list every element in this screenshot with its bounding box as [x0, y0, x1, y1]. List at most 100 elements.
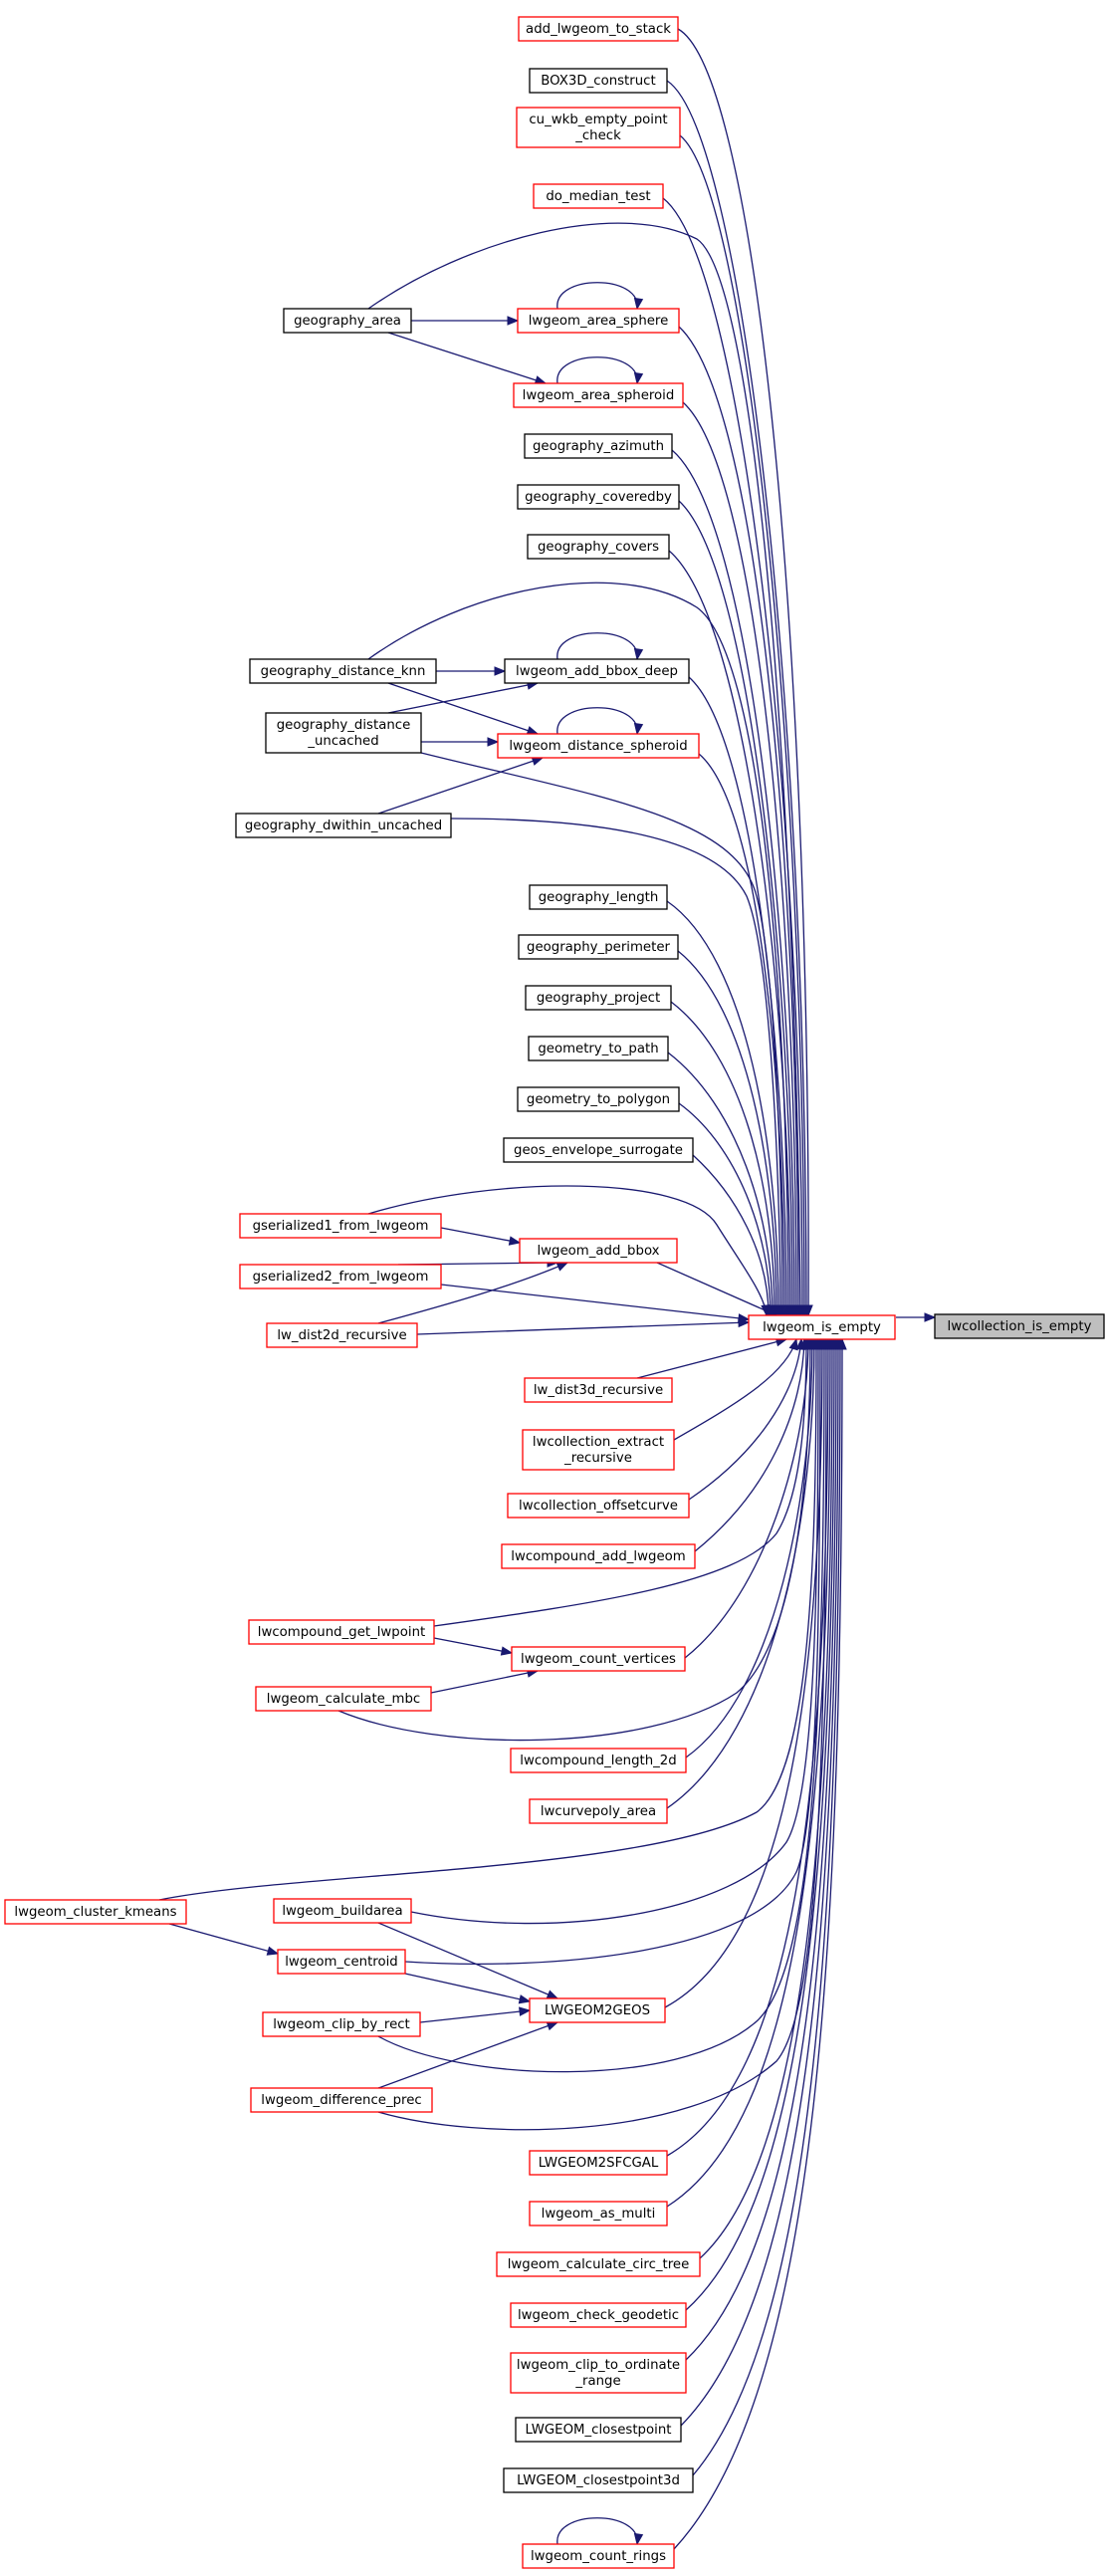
node-box [248, 1619, 435, 1645]
edge-lwgeom_count_vertices-to-lwgeom_is_empty [684, 1338, 809, 1659]
node-geography_covers[interactable]: geography_covers [527, 534, 670, 560]
node-box [255, 1686, 432, 1712]
node-geography_coveredby[interactable]: geography_coveredby [517, 484, 680, 510]
node-gserialized1_from_lwgeom[interactable]: gserialized1_from_lwgeom [239, 1213, 442, 1239]
node-lwgeom_count_rings[interactable]: lwgeom_count_rings [522, 2543, 675, 2569]
node-geography_area[interactable]: geography_area [283, 308, 412, 334]
node-lwcompound_length_2d[interactable]: lwcompound_length_2d [510, 1748, 687, 1773]
node-box [235, 813, 452, 838]
node-box [496, 2251, 701, 2277]
edge-lwcurvepoly_area-to-lwgeom_is_empty [666, 1338, 815, 1809]
node-geography_perimeter[interactable]: geography_perimeter [518, 934, 679, 960]
node-box [529, 68, 668, 94]
node-box [501, 1543, 696, 1569]
node-lwgeom_check_geodetic[interactable]: lwgeom_check_geodetic [510, 2302, 687, 2328]
edge-lwgeom_centroid-to-lwgeom_is_empty [404, 1338, 821, 1965]
node-BOX3D_construct[interactable]: BOX3D_construct [529, 68, 668, 94]
arrowhead-lwgeom_count_rings-to-lwgeom_is_empty [837, 1337, 847, 1350]
node-lwgeom_count_vertices[interactable]: lwgeom_count_vertices [511, 1646, 686, 1672]
edge-lwgeom_area_spheroid-to-lwgeom_is_empty [682, 401, 797, 1316]
node-lwgeom_is_empty[interactable]: lwgeom_is_empty [748, 1314, 896, 1340]
node-LWGEOM2GEOS[interactable]: LWGEOM2GEOS [529, 1997, 666, 2023]
node-box [748, 1314, 896, 1340]
node-lwgeom_add_bbox[interactable]: lwgeom_add_bbox [519, 1238, 678, 1264]
node-box [511, 1646, 686, 1672]
node-lwcurvepoly_area[interactable]: lwcurvepoly_area [529, 1798, 668, 1824]
node-lwgeom_cluster_kmeans[interactable]: lwgeom_cluster_kmeans [4, 1899, 187, 1925]
node-label: lwcompound_length_2d [520, 1754, 676, 1768]
node-lw_dist3d_recursive[interactable]: lw_dist3d_recursive [524, 1377, 673, 1403]
node-box [507, 1493, 690, 1519]
node-label: lwcollection_is_empty [948, 1319, 1092, 1334]
edge-lwcollection_extract_recursive-to-lwgeom_is_empty [673, 1338, 797, 1441]
node-lwcollection_extract_recursive[interactable]: lwcollection_extract_recursive [522, 1429, 675, 1471]
edge-lwgeom_buildarea-to-LWGEOM2GEOS [377, 1922, 558, 1999]
node-label: gserialized2_from_lwgeom [253, 1270, 429, 1285]
node-lwgeom_area_spheroid[interactable]: lwgeom_area_spheroid [513, 382, 684, 408]
node-label: lwgeom_distance_spheroid [509, 739, 687, 754]
node-label: lwgeom_difference_prec [261, 2093, 421, 2108]
node-layer: lwcollection_is_empty lwgeom_is_empty add_… [4, 16, 1105, 2569]
node-gserialized2_from_lwgeom[interactable]: gserialized2_from_lwgeom [239, 1264, 442, 1289]
node-geography_distance_uncached[interactable]: geography_distance_uncached [265, 712, 422, 754]
node-box [273, 1898, 412, 1924]
node-label: lwcollection_offsetcurve [519, 1499, 678, 1514]
node-lwgeom_area_sphere[interactable]: lwgeom_area_sphere [517, 308, 680, 334]
node-lwgeom_clip_by_rect[interactable]: lwgeom_clip_by_rect [262, 2011, 421, 2037]
node-geography_dwithin_uncached[interactable]: geography_dwithin_uncached [235, 813, 452, 838]
edge-lwgeom_difference_prec-to-LWGEOM2GEOS [377, 2021, 558, 2089]
edge-lwgeom_cluster_kmeans-to-lwgeom_is_empty [158, 1338, 817, 1901]
node-geometry_to_path[interactable]: geometry_to_path [528, 1036, 669, 1061]
edge-lwcompound_length_2d-to-lwgeom_is_empty [685, 1338, 813, 1758]
arrowhead-lwcollection_extract_recursive-to-lwgeom_is_empty [788, 1337, 798, 1351]
edge-lwgeom_check_geodetic-to-lwgeom_is_empty [685, 1338, 835, 2311]
node-LWGEOM_closestpoint[interactable]: LWGEOM_closestpoint [515, 2417, 682, 2443]
edge-lwcollection_offsetcurve-to-lwgeom_is_empty [688, 1338, 802, 1501]
node-label: geos_envelope_surrogate [514, 1143, 683, 1158]
node-geography_azimuth[interactable]: geography_azimuth [524, 433, 673, 459]
node-lwgeom_difference_prec[interactable]: lwgeom_difference_prec [250, 2087, 433, 2113]
node-lwgeom_add_bbox_deep[interactable]: lwgeom_add_bbox_deep [504, 658, 690, 684]
node-lwcompound_get_lwpoint[interactable]: lwcompound_get_lwpoint [248, 1619, 435, 1645]
node-lwgeom_distance_spheroid[interactable]: lwgeom_distance_spheroid [497, 733, 700, 759]
node-box [239, 1264, 442, 1289]
node-box [518, 934, 679, 960]
node-label: _uncached [307, 734, 378, 749]
node-add_lwgeom_to_stack[interactable]: add_lwgeom_to_stack [518, 16, 679, 42]
node-lwgeom_centroid[interactable]: lwgeom_centroid [277, 1949, 406, 1975]
node-box [262, 2011, 421, 2037]
node-lwgeom_as_multi[interactable]: lwgeom_as_multi [529, 2201, 668, 2226]
node-lwgeom_buildarea[interactable]: lwgeom_buildarea [273, 1898, 412, 1924]
node-box [239, 1213, 442, 1239]
node-do_median_test[interactable]: do_median_test [533, 183, 664, 209]
node-label: do_median_test [546, 189, 650, 204]
node-lwcollection_offsetcurve[interactable]: lwcollection_offsetcurve [507, 1493, 690, 1519]
node-lwcompound_add_lwgeom[interactable]: lwcompound_add_lwgeom [501, 1543, 696, 1569]
node-label: lwcurvepoly_area [541, 1804, 656, 1819]
arrowhead-geography_distance_knn-to-lwgeom_add_bbox_deep [494, 666, 507, 676]
edge-geography_distance_uncached-to-lwgeom_is_empty [420, 752, 783, 1316]
node-label: lwgeom_calculate_circ_tree [508, 2257, 690, 2272]
node-geography_distance_knn[interactable]: geography_distance_knn [249, 658, 437, 684]
arrowhead-lw_dist2d_recursive-to-lwgeom_is_empty [738, 1317, 751, 1328]
node-label: lwgeom_centroid [285, 1955, 398, 1970]
node-lwgeom_calculate_mbc[interactable]: lwgeom_calculate_mbc [255, 1686, 432, 1712]
node-geometry_to_polygon[interactable]: geometry_to_polygon [517, 1086, 680, 1112]
node-box [503, 1137, 694, 1163]
node-LWGEOM2SFCGAL[interactable]: LWGEOM2SFCGAL [529, 2150, 668, 2176]
node-lwgeom_calculate_circ_tree[interactable]: lwgeom_calculate_circ_tree [496, 2251, 701, 2277]
node-box [529, 1798, 668, 1824]
node-LWGEOM_closestpoint3d[interactable]: LWGEOM_closestpoint3d [503, 2467, 694, 2493]
edge-do_median_test-to-lwgeom_is_empty [662, 197, 803, 1316]
node-geography_project[interactable]: geography_project [525, 985, 672, 1011]
edge-lwgeom_cluster_kmeans-to-lwgeom_centroid [168, 1923, 279, 1955]
node-label: geometry_to_path [538, 1042, 658, 1056]
node-cu_wkb_empty_point_check[interactable]: cu_wkb_empty_point_check [516, 107, 681, 148]
node-lw_dist2d_recursive[interactable]: lw_dist2d_recursive [266, 1322, 418, 1348]
node-geos_envelope_surrogate[interactable]: geos_envelope_surrogate [503, 1137, 694, 1163]
node-geography_length[interactable]: geography_length [529, 884, 668, 910]
node-lwgeom_clip_to_ordinate_range[interactable]: lwgeom_clip_to_ordinate_range [510, 2352, 687, 2394]
edge-lwgeom_distance_spheroid-to-lwgeom_is_empty [698, 753, 785, 1316]
node-label: lwgeom_as_multi [542, 2207, 656, 2222]
